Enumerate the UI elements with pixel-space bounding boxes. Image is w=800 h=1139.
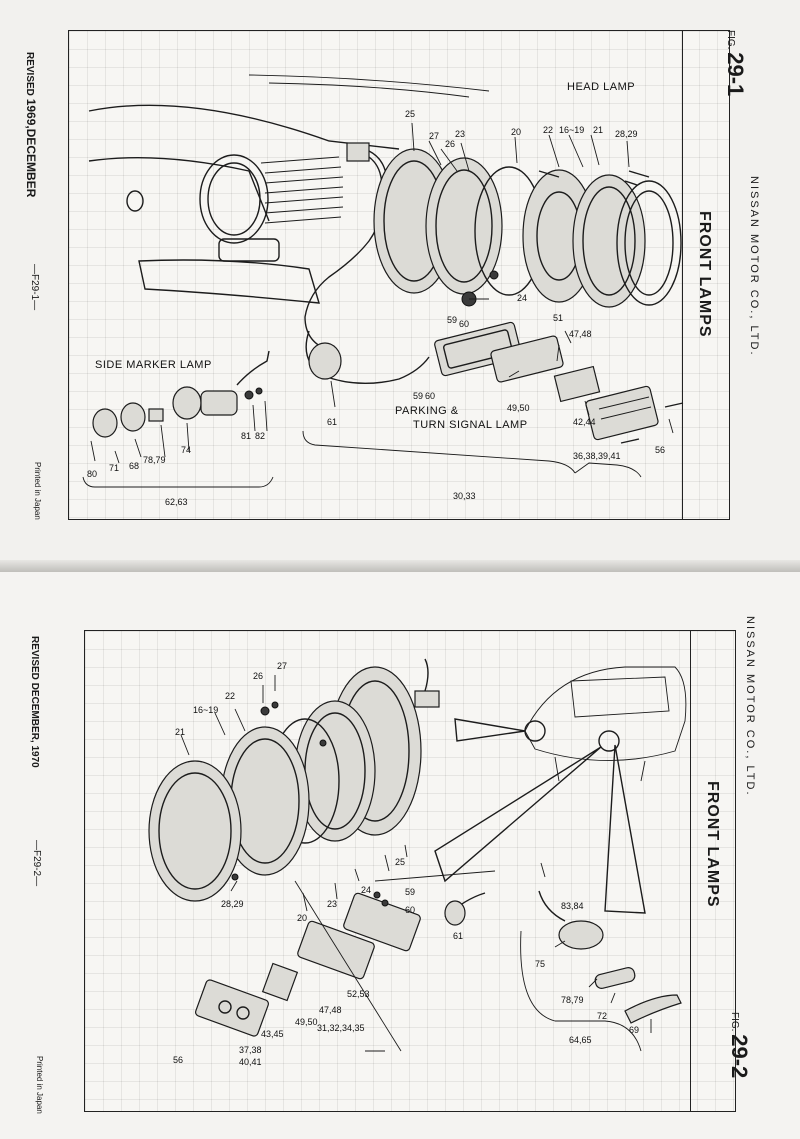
callout: 43,45 (261, 1029, 284, 1039)
callout: 27 (429, 131, 440, 141)
revised-date: 1969,DECEMBER (24, 98, 38, 198)
callout: 42,44 (573, 417, 596, 427)
page-fig-29-2: REVISED DECEMBER, 1970 —F29-2— Printed i… (0, 572, 800, 1139)
callout: 78,79 (561, 995, 584, 1005)
callout: 81 (241, 431, 252, 441)
callout: 59 (405, 887, 416, 897)
callout: 74 (181, 445, 192, 455)
fig-label: FIG. 29-1 (722, 30, 748, 96)
fig-number: 29-1 (723, 52, 748, 97)
revised-note: REVISED 1969,DECEMBER (24, 52, 38, 197)
figure-frame: FRONT LAMPS (68, 30, 730, 520)
callout: 62,63 (165, 497, 188, 507)
callout: 22 (225, 691, 236, 701)
callout: 60 (459, 319, 470, 329)
revised-label: REVISED (24, 52, 35, 96)
callout: 56 (173, 1055, 184, 1065)
callout: 28,29 (615, 129, 638, 139)
callout: 47,48 (569, 329, 592, 339)
revised-date: DECEMBER, 1970 (29, 682, 40, 768)
page-code: —F29-2— (31, 840, 42, 887)
title-strip (682, 31, 729, 519)
group-title-parking: PARKING & (395, 405, 459, 417)
group-title-head-lamp: HEAD LAMP (567, 81, 636, 93)
fig-label: FIG. 29-2 (726, 1012, 752, 1078)
revised-label: REVISED (29, 636, 40, 680)
fig-number: 29-2 (727, 1034, 752, 1079)
printed-in-japan: Printed in Japan (33, 462, 42, 520)
callout: 49,50 (507, 403, 530, 413)
callout: 80 (87, 469, 98, 479)
callout: 21 (175, 727, 186, 737)
page-fig-29-1: REVISED 1969,DECEMBER —F29-1— Printed in… (0, 0, 800, 572)
callout: 59 (413, 391, 424, 401)
callout: 24 (517, 293, 528, 303)
callout: 25 (405, 109, 416, 119)
fig-prefix: FIG. (725, 30, 736, 50)
callout: 40,41 (239, 1057, 262, 1067)
printed-in-japan: Printed in Japan (35, 1056, 44, 1114)
callout: 28,29 (221, 899, 244, 909)
callout: 61 (327, 417, 338, 427)
callout: 78,79 (143, 455, 166, 465)
callout: 60 (425, 391, 436, 401)
fig-prefix: FIG. (729, 1012, 740, 1032)
group-title-side-marker: SIDE MARKER LAMP (95, 359, 212, 371)
page-code: —F29-1— (29, 264, 40, 311)
callout: 71 (109, 463, 120, 473)
callout: 27 (277, 661, 288, 671)
callout: 61 (453, 931, 464, 941)
callout: 23 (455, 129, 466, 139)
callout: 47,48 (319, 1005, 342, 1015)
callout: 37,38 (239, 1045, 262, 1055)
callout: 22 (543, 125, 554, 135)
exploded-diagram (148, 658, 687, 1052)
company-name: NISSAN MOTOR CO., LTD. (748, 176, 760, 357)
callout: 36,38,39,41 (573, 451, 621, 461)
callout: 23 (327, 899, 338, 909)
callout: 20 (511, 127, 522, 137)
group-title-turn-signal: TURN SIGNAL LAMP (413, 419, 528, 431)
figure-frame: FRONT LAMPS (84, 630, 736, 1112)
callout: 68 (129, 461, 140, 471)
callout: 26 (253, 671, 264, 681)
callout: 52,53 (347, 989, 370, 999)
title-strip (690, 631, 735, 1111)
callout: 56 (655, 445, 666, 455)
callout: 82 (255, 431, 266, 441)
callout: 25 (395, 857, 406, 867)
callout: 16~19 (193, 705, 219, 715)
callout: 21 (593, 125, 604, 135)
callout: 51 (553, 313, 564, 323)
callout: 60 (405, 905, 416, 915)
callout: 72 (597, 1011, 608, 1021)
callout: 24 (361, 885, 372, 895)
callout: 31,32,34,35 (317, 1023, 365, 1033)
company-name: NISSAN MOTOR CO., LTD. (744, 616, 756, 797)
callout: 30,33 (453, 491, 476, 501)
callout: 59 (447, 315, 458, 325)
callout: 75 (535, 959, 546, 969)
exploded-diagram (82, 74, 684, 488)
callout: 83,84 (561, 901, 584, 911)
callout: 64,65 (569, 1035, 592, 1045)
callout: 69 (629, 1025, 640, 1035)
callout: 16~19 (559, 125, 585, 135)
callout: 26 (445, 139, 456, 149)
callout: 49,50 (295, 1017, 318, 1027)
revised-note: REVISED DECEMBER, 1970 (29, 636, 40, 768)
callout: 20 (297, 913, 308, 923)
